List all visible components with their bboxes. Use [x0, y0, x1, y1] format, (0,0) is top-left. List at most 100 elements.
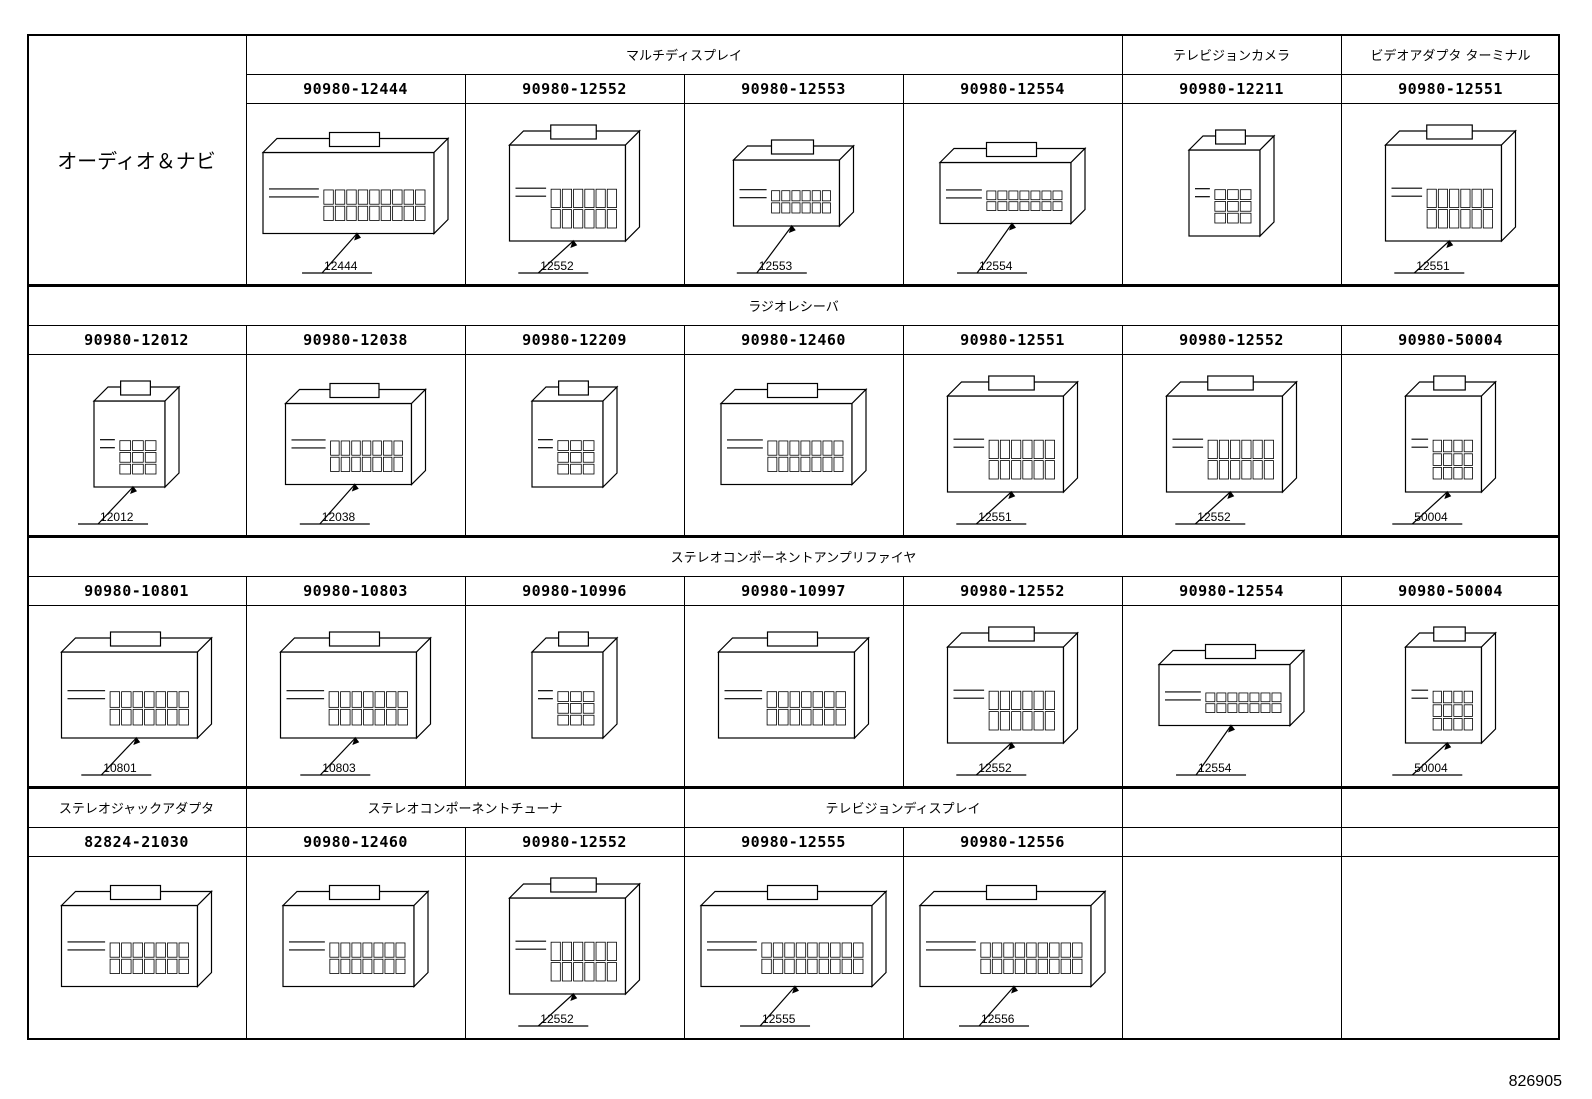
header-divider [1341, 34, 1342, 74]
connector-callout-label: 12552 [1197, 510, 1231, 524]
narrow-connector-icon: 50004 [1341, 354, 1560, 536]
header-divider [684, 787, 685, 827]
column-divider [1122, 74, 1123, 285]
part-number: 90980-12038 [303, 330, 408, 349]
column-divider [1341, 576, 1342, 787]
header-rule [27, 576, 1560, 577]
part-number-rule [27, 354, 1560, 355]
column-divider [684, 325, 685, 536]
connector-callout-label: 12444 [324, 259, 358, 273]
part-number: 90980-12012 [84, 330, 189, 349]
dual-row-box-connector-icon: 12038 [246, 354, 465, 536]
box-connector-icon: 10803 [246, 605, 465, 787]
connector-callout-label: 12555 [762, 1012, 796, 1026]
column-divider [1122, 325, 1123, 536]
column-divider [27, 325, 28, 536]
category-header: ステレオコンポーネントアンプリファイヤ [670, 550, 917, 566]
connector-callout-label: 12551 [1416, 259, 1450, 273]
narrow-connector-icon: 50004 [1341, 605, 1560, 787]
category-header: テレビジョンディスプレイ [825, 801, 981, 817]
side-label-divider [246, 34, 247, 285]
connector-callout-label: 12552 [540, 259, 574, 273]
part-number: 90980-50004 [1398, 330, 1503, 349]
category-header: ステレオジャックアダプタ [58, 801, 215, 817]
category-header [1341, 787, 1560, 827]
part-number-rule [246, 103, 1560, 104]
part-number: 90980-12211 [1179, 79, 1284, 98]
part-number [1341, 827, 1560, 856]
category-header [1122, 787, 1341, 827]
header-divider [246, 787, 247, 827]
column-divider [903, 576, 904, 787]
connector-callout-label: 12038 [322, 510, 356, 524]
connector-callout-label: 12552 [978, 761, 1012, 775]
flat-connector-icon: 12554 [1122, 605, 1341, 787]
column-divider [684, 576, 685, 787]
column-divider [465, 325, 466, 536]
category-header: テレビジョンカメラ [1172, 48, 1290, 64]
drawing-number: 826905 [1508, 1073, 1562, 1090]
column-divider [1341, 74, 1342, 285]
part-number: 90980-12552 [960, 581, 1065, 600]
compact-connector-icon: 12553 [684, 103, 903, 285]
table-border-top [27, 34, 1560, 36]
column-divider [684, 827, 685, 1038]
header-rule [27, 325, 1560, 326]
small-block-connector-icon: 12012 [27, 354, 246, 536]
small-block-connector-icon [1122, 103, 1341, 285]
part-number-rule [27, 605, 1560, 606]
part-number: 90980-10997 [741, 581, 846, 600]
category-header: ステレオコンポーネントチューナ [367, 801, 563, 817]
connector-callout-label: 12552 [540, 1012, 574, 1026]
two-row-connector-icon: 12552 [465, 856, 684, 1038]
two-row-connector-icon: 12551 [1341, 103, 1560, 285]
section-divider [27, 284, 1560, 287]
connector-callout-label: 12553 [759, 259, 793, 273]
part-number: 90980-12460 [303, 832, 408, 851]
box-connector-icon: 10801 [27, 605, 246, 787]
column-divider [903, 827, 904, 1038]
connector-callout-label: 12554 [979, 259, 1013, 273]
section-divider [27, 786, 1560, 789]
rounded-connector-icon [246, 856, 465, 1038]
header-divider [1122, 34, 1123, 74]
part-number: 90980-12555 [741, 832, 846, 851]
column-divider [1122, 576, 1123, 787]
part-number [1122, 827, 1341, 856]
part-number: 90980-12553 [741, 79, 846, 98]
wide-connector-icon: 12556 [903, 856, 1122, 1038]
part-number: 90980-12556 [960, 832, 1065, 851]
wide-connector-icon: 12555 [684, 856, 903, 1038]
part-number: 90980-12552 [1179, 330, 1284, 349]
part-number: 90980-12444 [303, 79, 408, 98]
column-divider [1341, 325, 1342, 536]
connector-callout-label: 12556 [981, 1012, 1015, 1026]
part-number: 90980-12552 [522, 79, 627, 98]
column-divider [246, 325, 247, 536]
connector-callout-label: 10801 [103, 761, 137, 775]
header-rule [27, 827, 1560, 828]
small-block-connector-icon [465, 354, 684, 536]
two-row-connector-icon: 12552 [1122, 354, 1341, 536]
header-divider [1341, 787, 1342, 827]
category-header: ビデオアダプタ ターミナル [1370, 48, 1531, 64]
column-divider [465, 827, 466, 1038]
column-divider [1341, 827, 1342, 1038]
part-number: 90980-12209 [522, 330, 627, 349]
part-number: 90980-12552 [522, 832, 627, 851]
two-row-connector-icon: 12552 [903, 605, 1122, 787]
column-divider [246, 827, 247, 1038]
flat-connector-icon: 12554 [903, 103, 1122, 285]
column-divider [684, 74, 685, 285]
column-divider [903, 74, 904, 285]
column-divider [246, 576, 247, 787]
connector-callout-label: 50004 [1414, 761, 1448, 775]
part-number: 90980-10996 [522, 581, 627, 600]
wide-connector-icon: 12444 [246, 103, 465, 285]
two-row-connector-icon: 12551 [903, 354, 1122, 536]
column-divider [903, 325, 904, 536]
jack-adapter-icon [27, 856, 246, 1038]
part-number: 82824-21030 [84, 832, 189, 851]
connector-callout-label: 12012 [100, 510, 134, 524]
part-number: 90980-12551 [1398, 79, 1503, 98]
